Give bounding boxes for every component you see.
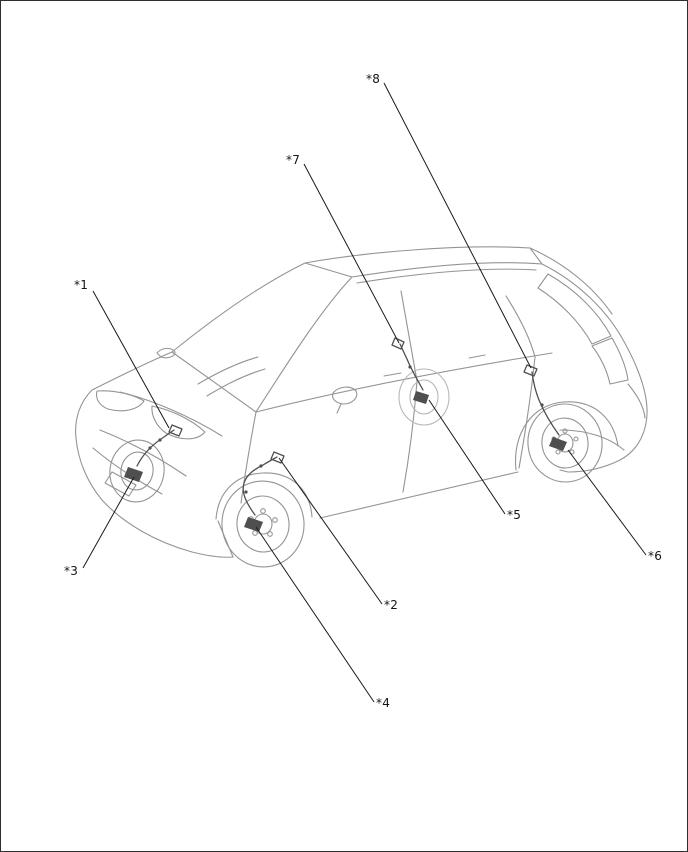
front-right-speed-sensor xyxy=(242,451,285,532)
callout-label-6: *6 xyxy=(648,549,663,563)
speed-sensors-and-harnesses xyxy=(124,337,567,532)
callout-line-1 xyxy=(92,290,170,429)
callout-label-2: *2 xyxy=(384,598,399,612)
callout-label-4: *4 xyxy=(376,696,391,710)
wheel-front-far xyxy=(109,439,165,503)
callout-line-8 xyxy=(383,82,532,369)
callout-line-2 xyxy=(278,457,383,605)
wheel-rear-far xyxy=(398,368,450,426)
callout-line-4 xyxy=(255,526,375,703)
car-body-outline xyxy=(75,246,648,558)
callout-line-5 xyxy=(428,399,506,515)
callout-label-8: *8 xyxy=(366,72,381,86)
rear-left-speed-sensor xyxy=(391,337,429,404)
callout-line-3 xyxy=(82,476,135,569)
callout-label-1: *1 xyxy=(74,278,89,292)
callout-line-6 xyxy=(567,449,647,556)
callout-label-7: *7 xyxy=(286,153,301,167)
front-left-speed-sensor xyxy=(124,424,183,482)
callout-label-3: *3 xyxy=(64,564,79,578)
rear-right-speed-sensor xyxy=(523,364,567,451)
callout-leader-lines xyxy=(82,82,647,703)
callout-line-7 xyxy=(303,163,400,344)
callout-label-5: *5 xyxy=(507,508,522,522)
